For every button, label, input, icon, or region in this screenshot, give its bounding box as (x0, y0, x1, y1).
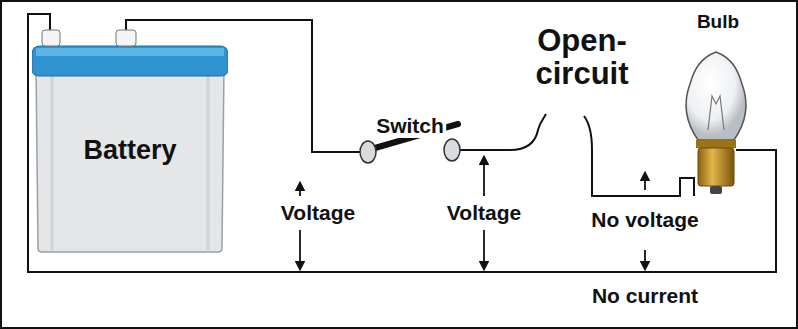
voltage-label: Voltage (279, 201, 357, 225)
no-voltage-label: No voltage (588, 208, 702, 232)
bulb-symbol (686, 52, 746, 194)
open-circuit-label: Open- circuit (505, 24, 659, 91)
no-current-label: No current (590, 284, 700, 308)
battery-node: Battery (32, 26, 228, 254)
switch-label: Switch (374, 114, 446, 138)
bulb-label: Bulb (695, 11, 741, 33)
battery-label: Battery (32, 136, 228, 164)
voltage-label: Voltage (445, 201, 523, 225)
